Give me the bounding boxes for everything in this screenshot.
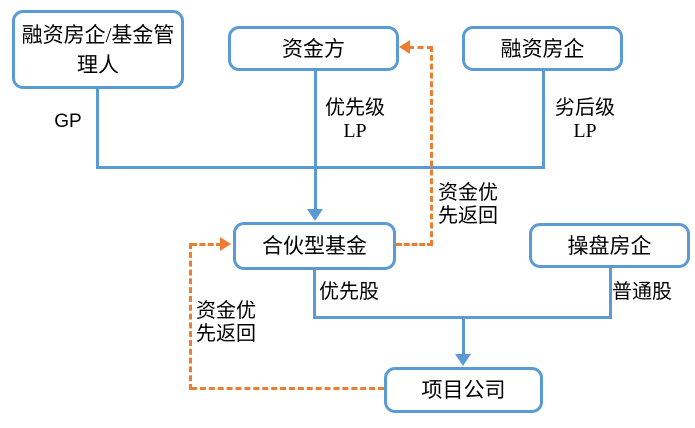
- box-capital-provider: 资金方: [228, 26, 399, 71]
- edge-label-senior-lp: 优先级 LP: [325, 97, 385, 142]
- box-financing-developer: 融资房企: [462, 26, 623, 71]
- connector-fund-down: [313, 270, 316, 319]
- arrowhead-into-capital-provider-icon: [399, 40, 410, 54]
- connector-operating-developer-down: [609, 268, 612, 319]
- edge-label-return-to-capital-provider: 资金优 先返回: [438, 182, 498, 227]
- box-operating-developer-label: 操盘房企: [567, 233, 652, 258]
- dashed-return-left-vertical: [189, 243, 192, 390]
- box-fund-manager-label: 融资房企/基金管理人: [21, 22, 175, 77]
- dashed-return-right-vertical: [430, 46, 433, 246]
- box-partnership-fund: 合伙型基金: [233, 222, 396, 270]
- connector-fund-manager-down: [96, 89, 99, 169]
- edge-label-junior-lp: 劣后级 LP: [555, 97, 615, 142]
- edge-label-preferred-stock: 优先股: [319, 281, 379, 303]
- arrowhead-into-partnership-fund-left-icon: [220, 237, 231, 251]
- box-capital-provider-label: 资金方: [282, 36, 345, 61]
- connector-to-project-company: [462, 316, 465, 356]
- edge-label-gp: GP: [54, 111, 82, 132]
- dashed-return-right-top: [408, 46, 433, 49]
- box-project-company: 项目公司: [384, 367, 543, 413]
- connector-financing-developer-down: [542, 71, 545, 169]
- box-project-company-label: 项目公司: [421, 378, 506, 402]
- box-operating-developer: 操盘房企: [529, 223, 690, 268]
- edge-label-return-to-fund: 资金优 先返回: [196, 300, 256, 345]
- box-fund-manager: 融资房企/基金管理人: [12, 10, 184, 89]
- connector-top-horizontal: [96, 166, 545, 169]
- box-partnership-fund-label: 合伙型基金: [262, 234, 367, 258]
- dashed-return-left-bottom: [191, 387, 384, 390]
- box-financing-developer-label: 融资房企: [500, 36, 585, 61]
- edge-label-common-stock: 普通股: [612, 281, 672, 303]
- connector-capital-to-fund: [314, 71, 317, 211]
- arrowhead-into-project-company-icon: [455, 354, 471, 366]
- arrowhead-into-partnership-fund-icon: [307, 209, 323, 221]
- dashed-return-right-bottom: [396, 243, 433, 246]
- dashed-return-left-top: [191, 243, 222, 246]
